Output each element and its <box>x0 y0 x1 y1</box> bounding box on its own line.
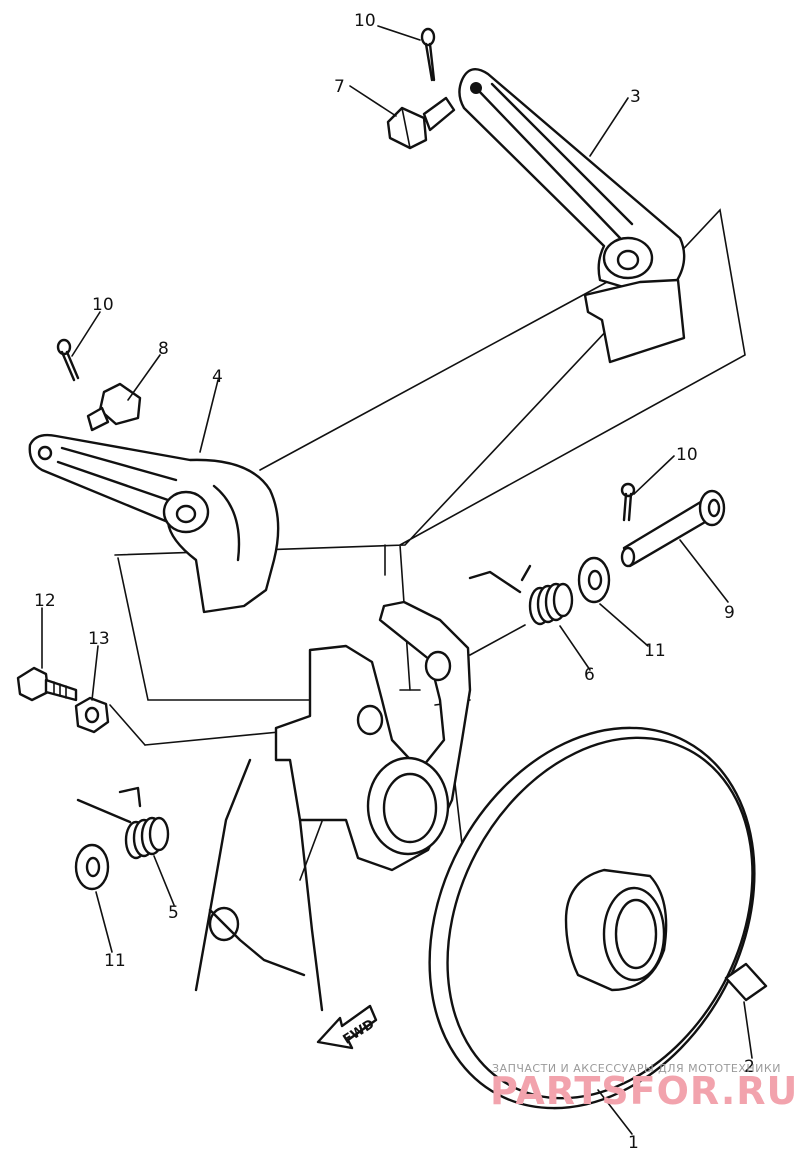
cotter-pin-top <box>420 27 436 82</box>
callout-10-top: 10 <box>354 11 376 31</box>
lever-arm-3 <box>458 68 686 364</box>
clevis-joint-7 <box>386 96 456 150</box>
callout-11-right: 11 <box>644 641 666 661</box>
watermark-tagline: ЗАПЧАСТИ И АКСЕССУАРЫ ДЛЯ МОТОТЕХНИКИ <box>492 1062 781 1075</box>
forward-arrow-icon: FWD <box>316 1004 378 1050</box>
watermark-brand: PARTSFOR.RU <box>490 1069 798 1113</box>
callout-12: 12 <box>34 591 56 611</box>
callout-7: 7 <box>334 77 345 97</box>
callout-5: 5 <box>168 903 179 923</box>
lever-arm-4 <box>28 433 280 614</box>
callout-6: 6 <box>584 665 595 685</box>
watermark: ЗАПЧАСТИ И АКСЕССУАРЫ ДЛЯ МОТОТЕХНИКИ PA… <box>490 1062 798 1113</box>
cotter-pin-right <box>620 482 636 522</box>
callout-13: 13 <box>88 629 110 649</box>
bolt-12 <box>16 666 78 702</box>
callout-4: 4 <box>212 367 223 387</box>
pin-9 <box>620 489 726 568</box>
bracket-housing <box>194 600 472 1012</box>
callout-9: 9 <box>724 603 735 623</box>
callout-3: 3 <box>630 87 641 107</box>
washer-11-left <box>74 843 110 891</box>
nut-13 <box>74 696 110 734</box>
washer-11-right <box>577 556 611 604</box>
callout-11-left: 11 <box>104 951 126 971</box>
callout-1: 1 <box>628 1133 639 1153</box>
callout-2: 2 <box>744 1057 755 1077</box>
cotter-pin-left <box>56 338 80 382</box>
clevis-joint-8 <box>86 382 142 432</box>
callout-10-right: 10 <box>676 445 698 465</box>
brake-disc-1 <box>428 726 756 1110</box>
torsion-spring-6 <box>468 564 574 626</box>
leader-lines <box>41 25 753 1135</box>
torsion-spring-5 <box>76 786 170 860</box>
callout-8: 8 <box>158 339 169 359</box>
callout-10-left: 10 <box>92 295 114 315</box>
key-2 <box>724 962 768 1002</box>
callout-numbers: 10 7 3 10 8 4 10 9 11 6 12 13 5 11 2 1 <box>34 11 755 1153</box>
